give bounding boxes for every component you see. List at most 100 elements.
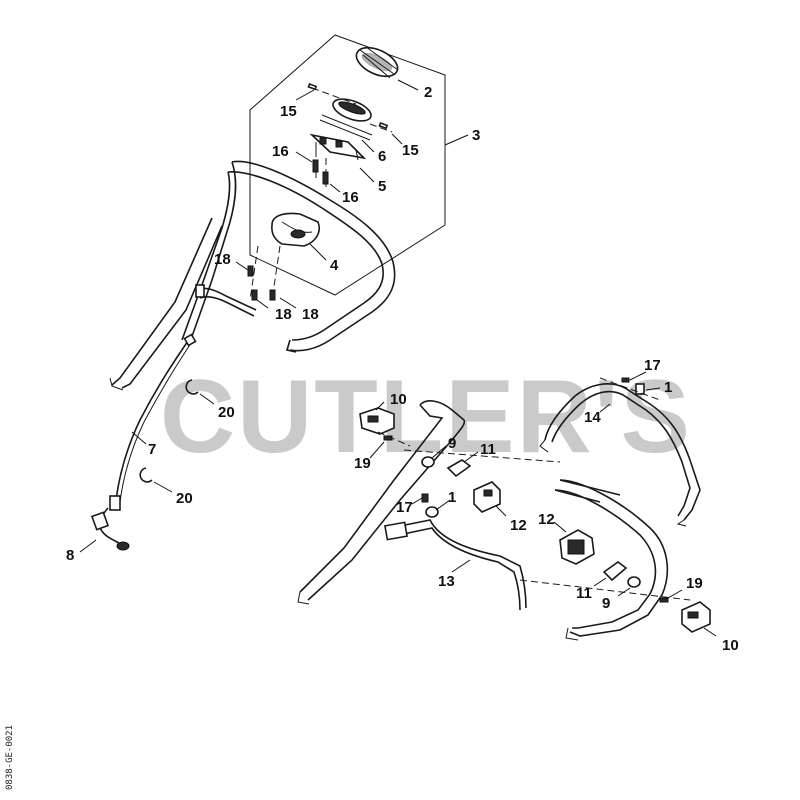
leader-3 <box>444 134 469 146</box>
connector-housing <box>90 511 110 531</box>
control-cable <box>115 337 191 501</box>
leader-13 <box>451 559 471 573</box>
spring-washer <box>319 114 373 141</box>
leader-7 <box>131 431 147 445</box>
leader-10b <box>703 627 717 637</box>
callout-12b: 12 <box>538 511 555 528</box>
inset-hexagon-frame <box>249 34 446 296</box>
callout-5: 5 <box>378 178 386 195</box>
leader-9b <box>617 587 631 597</box>
leader-11a <box>463 451 479 463</box>
pin-dashline-lower <box>369 123 393 133</box>
leader-11b <box>593 577 607 587</box>
adjustment-knob <box>355 46 399 79</box>
control-housing <box>271 212 320 247</box>
bushing-9-lower <box>627 576 641 588</box>
leader-17a <box>629 371 647 381</box>
leader-9a <box>431 445 447 459</box>
leader-17b <box>411 497 423 505</box>
right-lower-handle-top <box>554 479 621 503</box>
callout-12a: 12 <box>510 517 527 534</box>
screw-axis-18-left <box>249 245 259 301</box>
rod-clip <box>195 284 205 298</box>
callout-18c: 18 <box>302 306 319 323</box>
right-handle-assembly <box>297 371 717 641</box>
leader-18b <box>256 299 269 309</box>
drive-lever <box>389 519 527 611</box>
gear-ring <box>332 98 372 122</box>
leader-1b <box>435 499 451 511</box>
pin-lower <box>378 122 389 130</box>
screw-18-right <box>269 289 276 301</box>
leader-14 <box>599 403 611 413</box>
callout-3: 3 <box>472 127 480 144</box>
leader-19b <box>667 589 683 599</box>
lower-handle-end-cap <box>109 377 124 391</box>
leader-20a <box>199 393 215 405</box>
pin-17-top <box>621 377 630 383</box>
switch-bracket-12-lower-block <box>567 539 585 555</box>
pivot-axis-lower <box>519 579 691 601</box>
callout-7: 7 <box>148 441 156 458</box>
leader-16a <box>295 151 313 163</box>
callout-17b: 17 <box>396 499 413 516</box>
callout-18b: 18 <box>275 306 292 323</box>
operator-bail <box>544 383 701 521</box>
leader-20b <box>153 481 173 493</box>
switch-bracket-12-upper-hole <box>483 489 493 497</box>
callout-11a: 11 <box>480 441 496 458</box>
callout-15b: 15 <box>402 142 419 159</box>
leader-12a <box>495 505 507 517</box>
callout-18a: 18 <box>214 251 231 268</box>
pivot-cover-lower-slot <box>687 611 699 619</box>
leader-12b <box>553 521 567 533</box>
upper-handle-end <box>285 339 297 353</box>
callout-19a: 19 <box>354 455 371 472</box>
screw-18-left <box>251 289 258 301</box>
callout-labels: 2 3 15 15 16 6 5 16 4 18 18 18 20 7 20 8… <box>66 84 739 654</box>
leader-5 <box>359 167 375 183</box>
callout-8: 8 <box>66 547 74 564</box>
leader-6 <box>361 139 375 153</box>
callout-4: 4 <box>330 257 339 274</box>
callout-14: 14 <box>584 409 601 426</box>
leader-19a <box>369 441 385 459</box>
callout-6: 6 <box>378 148 386 165</box>
left-handle-assembly <box>79 34 469 553</box>
bushing-1-top <box>635 383 645 395</box>
callout-10a: 10 <box>390 391 407 408</box>
screw-left <box>312 159 319 173</box>
leader-1a <box>645 387 661 391</box>
callout-15a: 15 <box>280 103 297 120</box>
leader-18c <box>279 297 297 309</box>
drawing-reference: 0838-GE-0021 <box>5 725 15 790</box>
pin-17-lower <box>421 493 429 503</box>
leader-16b <box>329 183 341 193</box>
cable-ferrule <box>183 333 197 347</box>
screw-18-upper <box>247 265 254 277</box>
spacer-11-lower <box>602 561 628 582</box>
callout-9b: 9 <box>602 595 610 612</box>
bushing-1-lower <box>425 506 439 518</box>
clip-upper <box>185 379 199 395</box>
leader-15b <box>391 133 403 145</box>
control-cable-inner <box>119 339 194 503</box>
pivot-axis-upper <box>403 449 561 463</box>
callout-1a: 1 <box>664 379 672 396</box>
bushing-9-upper <box>421 456 435 468</box>
clip-lower <box>139 467 153 483</box>
leader-2 <box>397 79 419 91</box>
callout-16a: 16 <box>272 143 289 160</box>
upper-handle-bar <box>227 160 396 352</box>
callout-1b: 1 <box>448 489 456 506</box>
switch-bracket <box>309 133 367 161</box>
leader-10a <box>375 401 385 411</box>
pin-upper <box>307 83 318 91</box>
callout-2: 2 <box>424 84 432 101</box>
leader-4 <box>309 243 327 261</box>
pin-dashline-upper <box>311 87 357 105</box>
right-lower-handle-end <box>565 627 579 641</box>
bail-end-hook <box>539 439 687 527</box>
callout-20a: 20 <box>218 404 235 421</box>
